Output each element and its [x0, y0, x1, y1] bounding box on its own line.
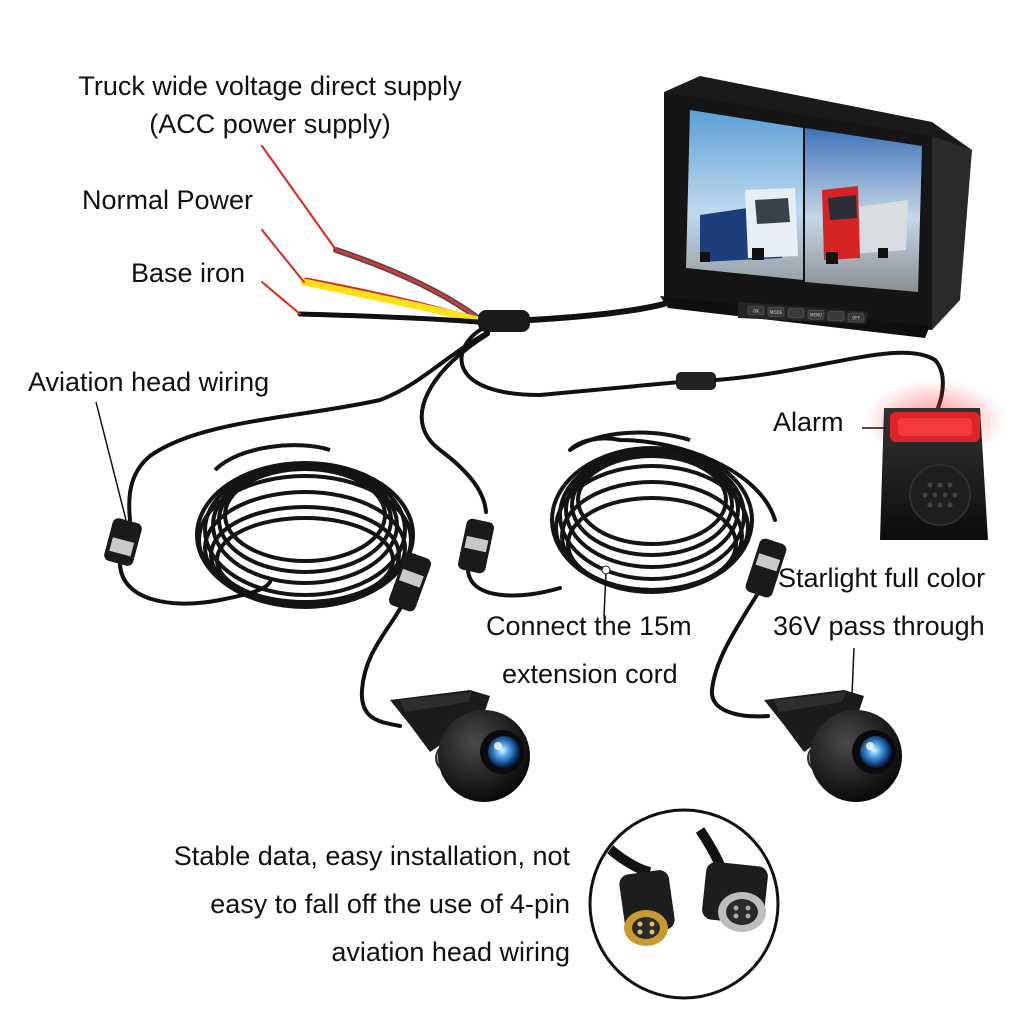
pointer-extension — [603, 571, 607, 617]
left-coil-ends — [117, 558, 410, 728]
label-extension-line1: Connect the 15m — [486, 611, 692, 641]
camera-left — [390, 690, 530, 802]
left-extension-coil — [195, 443, 415, 609]
monitor-screen-right — [805, 128, 922, 292]
monitor-button-label-1: OK — [753, 309, 759, 314]
aviation-connector-left — [104, 518, 142, 566]
label-normal-power: Normal Power — [82, 185, 254, 215]
monitor-button-label-2: MODE — [770, 310, 783, 315]
label-starlight-line1: Starlight full color — [778, 563, 986, 593]
extension-pointer-dot — [601, 565, 611, 575]
signal-cables — [127, 328, 945, 522]
label-extension-line2: extension cord — [502, 659, 678, 689]
aviation-connector-middle — [458, 518, 494, 574]
label-acc-line1: Truck wide voltage direct supply — [78, 71, 462, 101]
red-wire-acc — [333, 247, 481, 321]
pointer-lines — [95, 401, 886, 695]
aviation-connector-left-camera — [388, 552, 432, 612]
monitor-button-4[interactable] — [807, 309, 825, 320]
pointer-starlight — [851, 647, 855, 695]
label-starlight-line2: 36V pass through — [773, 611, 985, 641]
black-wire-ground — [297, 311, 481, 325]
aviation-connector-right-camera — [745, 538, 787, 598]
alarm-connector — [676, 372, 716, 390]
monitor-button-1[interactable] — [747, 305, 765, 316]
alarm-speaker-grille — [909, 464, 971, 526]
label-base-iron: Base iron — [131, 258, 246, 288]
monitor-button-row: OK MODE MENU OFF — [747, 305, 865, 323]
label-alarm: Alarm — [773, 407, 844, 437]
middle-coil-ends — [466, 436, 777, 719]
monitor-button-2[interactable] — [767, 307, 785, 317]
label-stable-line1: Stable data, easy installation, not — [173, 841, 570, 871]
alarm-device — [865, 380, 1005, 540]
label-aviation-head-wiring: Aviation head wiring — [28, 367, 270, 397]
label-acc-line2: (ACC power supply) — [149, 109, 391, 139]
camera-right — [764, 690, 902, 802]
monitor-button-label-4: MENU — [810, 313, 822, 318]
label-stable-line2: easy to fall off the use of 4-pin — [210, 889, 570, 919]
monitor-button-3[interactable] — [787, 308, 805, 319]
middle-extension-coil — [550, 430, 754, 594]
pointer-aviation-head — [95, 401, 127, 521]
monitor-button-6[interactable] — [847, 312, 865, 323]
power-wires — [261, 145, 667, 332]
monitor-screen-left — [686, 110, 803, 280]
monitor-button-5[interactable] — [827, 311, 845, 321]
yellow-wire — [300, 278, 482, 324]
monitor-button-label-6: OFF — [852, 316, 860, 321]
monitor: OK MODE MENU OFF — [660, 76, 972, 338]
connector-closeup — [588, 808, 780, 1000]
label-stable-line3: aviation head wiring — [331, 937, 570, 967]
